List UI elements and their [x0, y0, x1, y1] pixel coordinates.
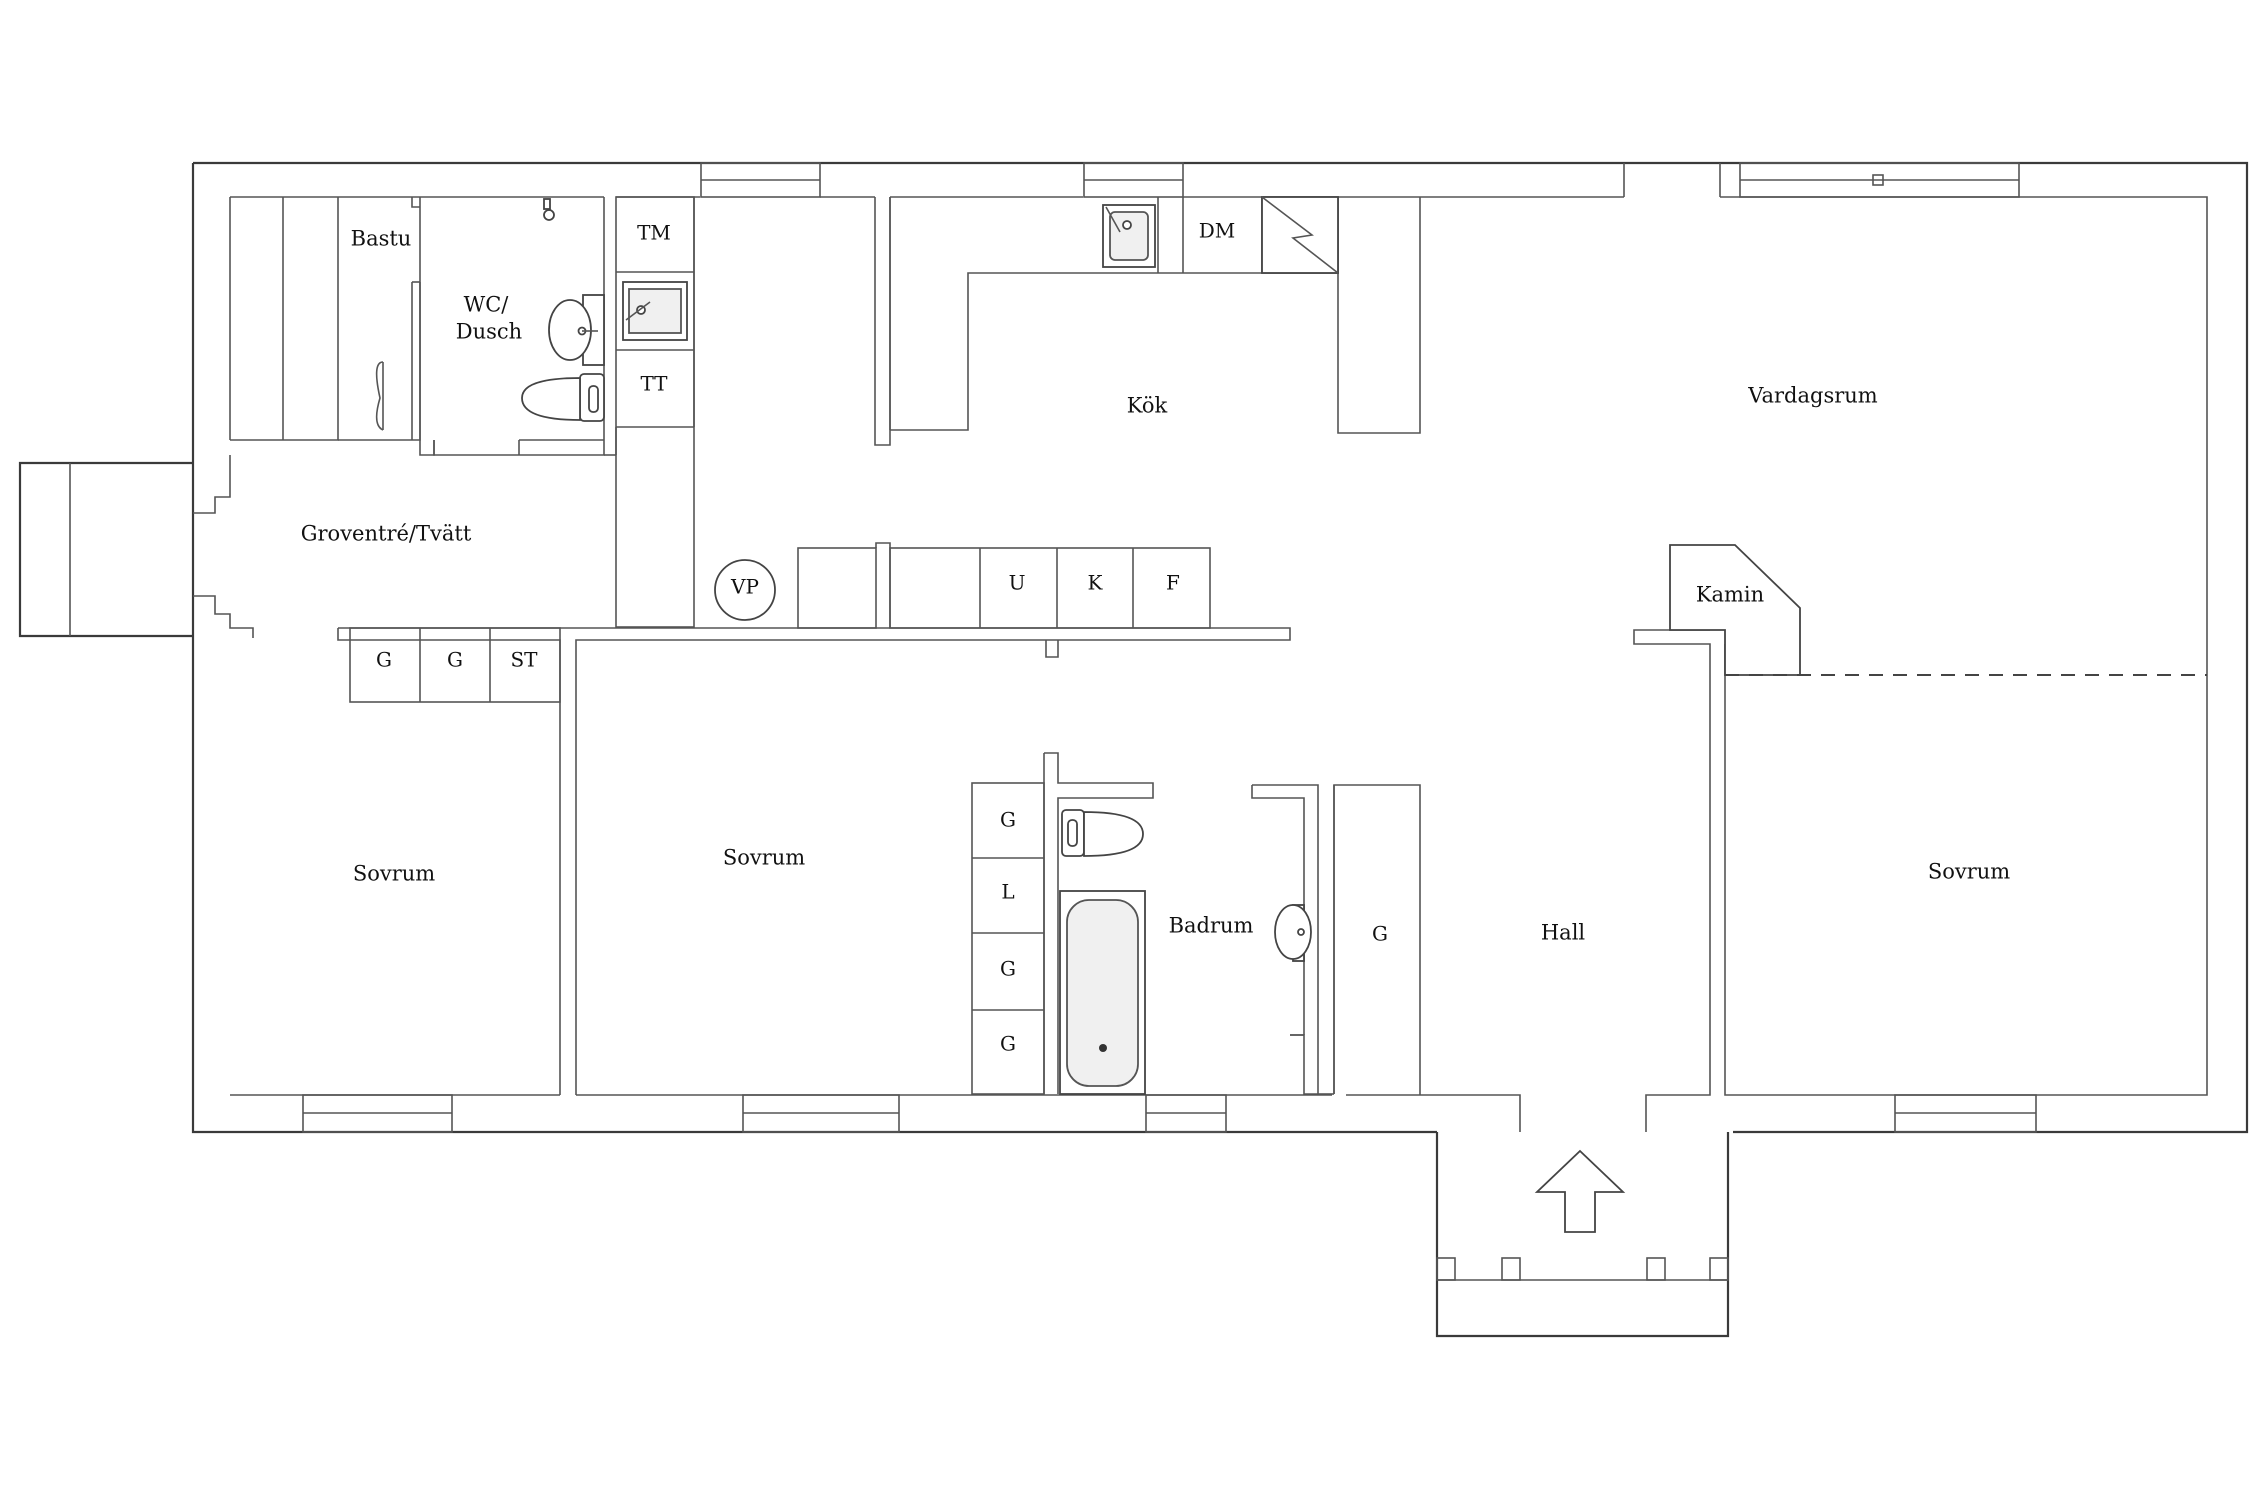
side-entrance-porch [18, 455, 254, 638]
hall [1318, 784, 1421, 1095]
label-g1: G [376, 648, 392, 672]
label-kok: Kök [1127, 394, 1168, 418]
label-k: K [1088, 571, 1104, 595]
label-bath-l: L [1001, 880, 1014, 904]
label-g2: G [447, 648, 463, 672]
label-st: ST [510, 648, 538, 672]
label-tm: TM [637, 221, 671, 245]
label-vp: VP [730, 575, 759, 599]
front-porch [1435, 1132, 1730, 1338]
sauna-wc-block [229, 197, 605, 456]
label-vardagsrum: Vardagsrum [1747, 384, 1878, 408]
label-bath-g2: G [1000, 957, 1016, 981]
windows [302, 162, 2037, 1133]
kitchen [889, 196, 1421, 434]
laundry-column [615, 196, 695, 628]
label-sovrum-mid: Sovrum [723, 846, 805, 870]
label-tt: TT [640, 372, 668, 396]
label-bath-g3: G [1000, 1032, 1016, 1056]
label-hall-g: G [1372, 922, 1388, 946]
label-bath-g1: G [1000, 808, 1016, 832]
label-dm: DM [1199, 219, 1236, 243]
label-sovrum-right: Sovrum [1928, 860, 2010, 884]
label-kamin: Kamin [1696, 583, 1764, 607]
label-wc-line2: Dusch [456, 320, 522, 344]
fixture-labels: TM TT DM VP U K F G G ST G L G G G [376, 219, 1388, 1056]
wc-sink [548, 294, 605, 366]
label-sovrum-left: Sovrum [353, 862, 435, 886]
central-storage [337, 542, 1291, 1095]
room-labels: Bastu WC/ Dusch Kök Vardagsrum Groventré… [301, 227, 2011, 945]
wc-toilet [521, 373, 605, 422]
label-f: F [1166, 571, 1180, 595]
label-groventre: Groventré/Tvätt [301, 522, 472, 546]
label-hall: Hall [1541, 921, 1586, 945]
entrance-arrow-icon [1534, 1149, 1626, 1233]
fireplace [1669, 544, 2207, 676]
label-u: U [1009, 571, 1026, 595]
bathroom-block [971, 752, 1319, 1095]
label-wc-line1: WC/ [464, 293, 510, 317]
label-bastu: Bastu [351, 227, 412, 251]
label-badrum: Badrum [1169, 914, 1254, 938]
